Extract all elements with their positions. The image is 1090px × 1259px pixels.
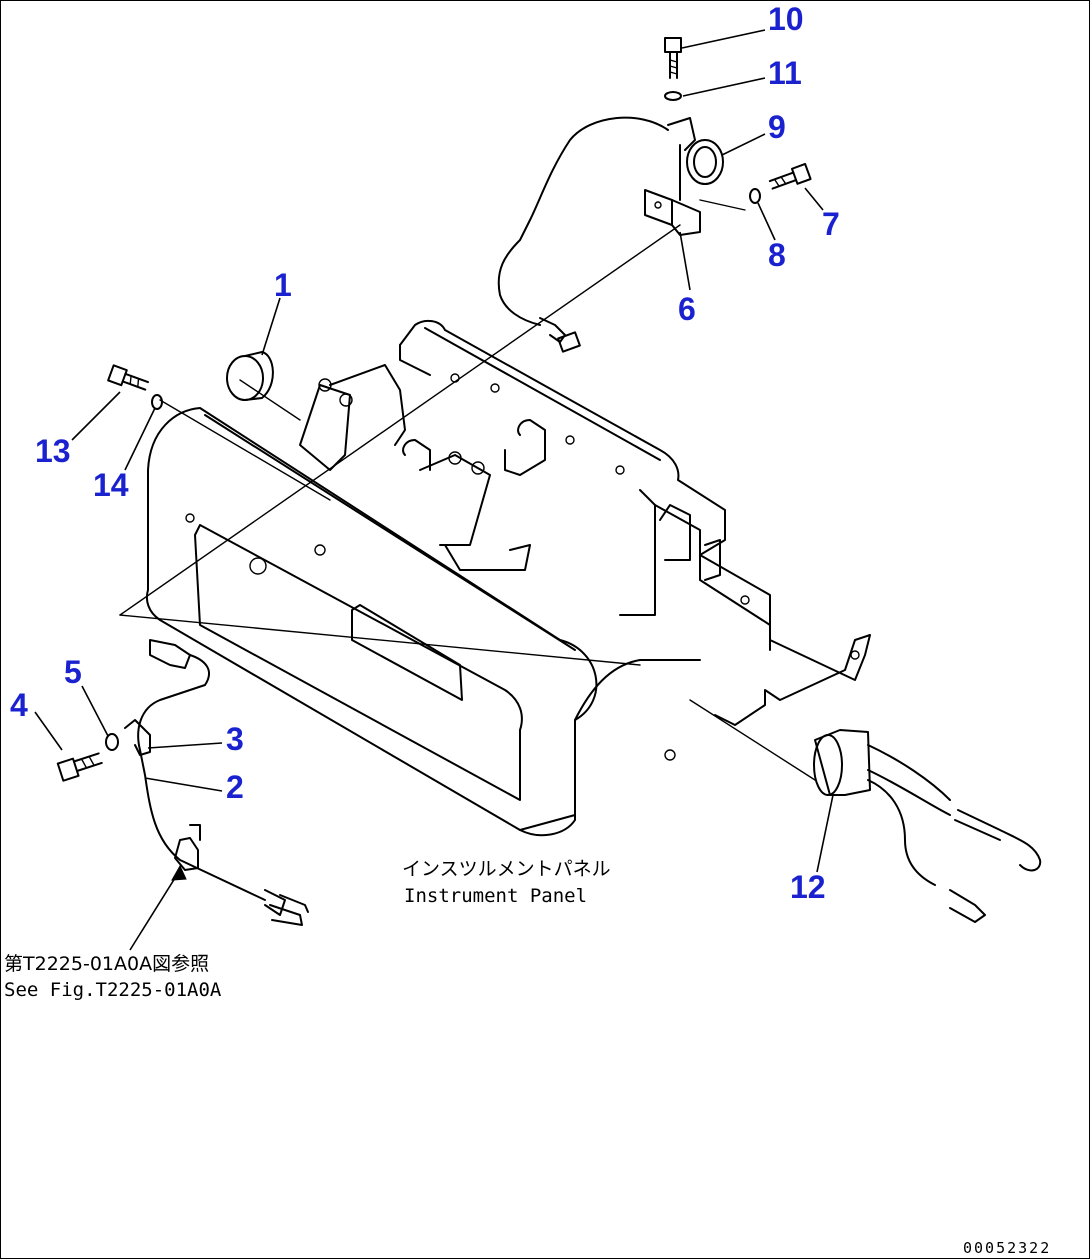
captions: インスツルメントパネル Instrument Panel 第T2225-01A0… [4, 858, 1051, 1257]
instrument-panel-drawing [56, 37, 1042, 926]
part-label-14: 14 [93, 467, 129, 503]
part-2-harness [137, 654, 266, 901]
part-label-7: 7 [822, 206, 840, 242]
part-label-5: 5 [64, 654, 82, 690]
drawing-id: 00052322 [963, 1239, 1051, 1257]
upper-harness [497, 116, 669, 326]
reference-caption-jp: 第T2225-01A0A図参照 [4, 953, 209, 975]
part-label-1: 1 [274, 267, 292, 303]
part-13-bolt [107, 364, 149, 391]
part-label-13: 13 [35, 433, 71, 469]
part-7-bolt [768, 162, 812, 190]
part-5-washer [105, 733, 119, 751]
part-label-3: 3 [226, 721, 244, 757]
part-label-11: 11 [768, 55, 802, 91]
part-11-washer [664, 91, 682, 101]
part-label-8: 8 [768, 237, 786, 273]
part-label-12: 12 [790, 869, 826, 905]
part-label-6: 6 [678, 291, 696, 327]
part-12-connector [813, 729, 1042, 923]
reference-caption-en: See Fig.T2225-01A0A [4, 979, 222, 1001]
part-6-bracket [644, 189, 701, 236]
part-4-bolt [56, 752, 103, 782]
part-10-bolt [664, 37, 682, 79]
part-3-clamp [124, 719, 151, 756]
part-label-9: 9 [768, 109, 786, 145]
part-1-cap [226, 351, 274, 401]
leader-lines [34, 29, 834, 951]
part-label-4: 4 [10, 687, 28, 723]
panel-caption-jp: インスツルメントパネル [402, 858, 611, 880]
panel-front-inner [194, 524, 523, 801]
part-14-washer [151, 394, 163, 410]
part-9-socket [667, 117, 724, 201]
panel-caption-en: Instrument Panel [404, 885, 587, 907]
part-labels: 10 11 9 7 8 6 1 13 14 5 4 3 2 12 [10, 1, 840, 905]
part-label-10: 10 [768, 1, 804, 37]
panel-top-frame [399, 319, 726, 556]
part-8-washer [749, 188, 761, 204]
part-label-2: 2 [226, 769, 244, 805]
